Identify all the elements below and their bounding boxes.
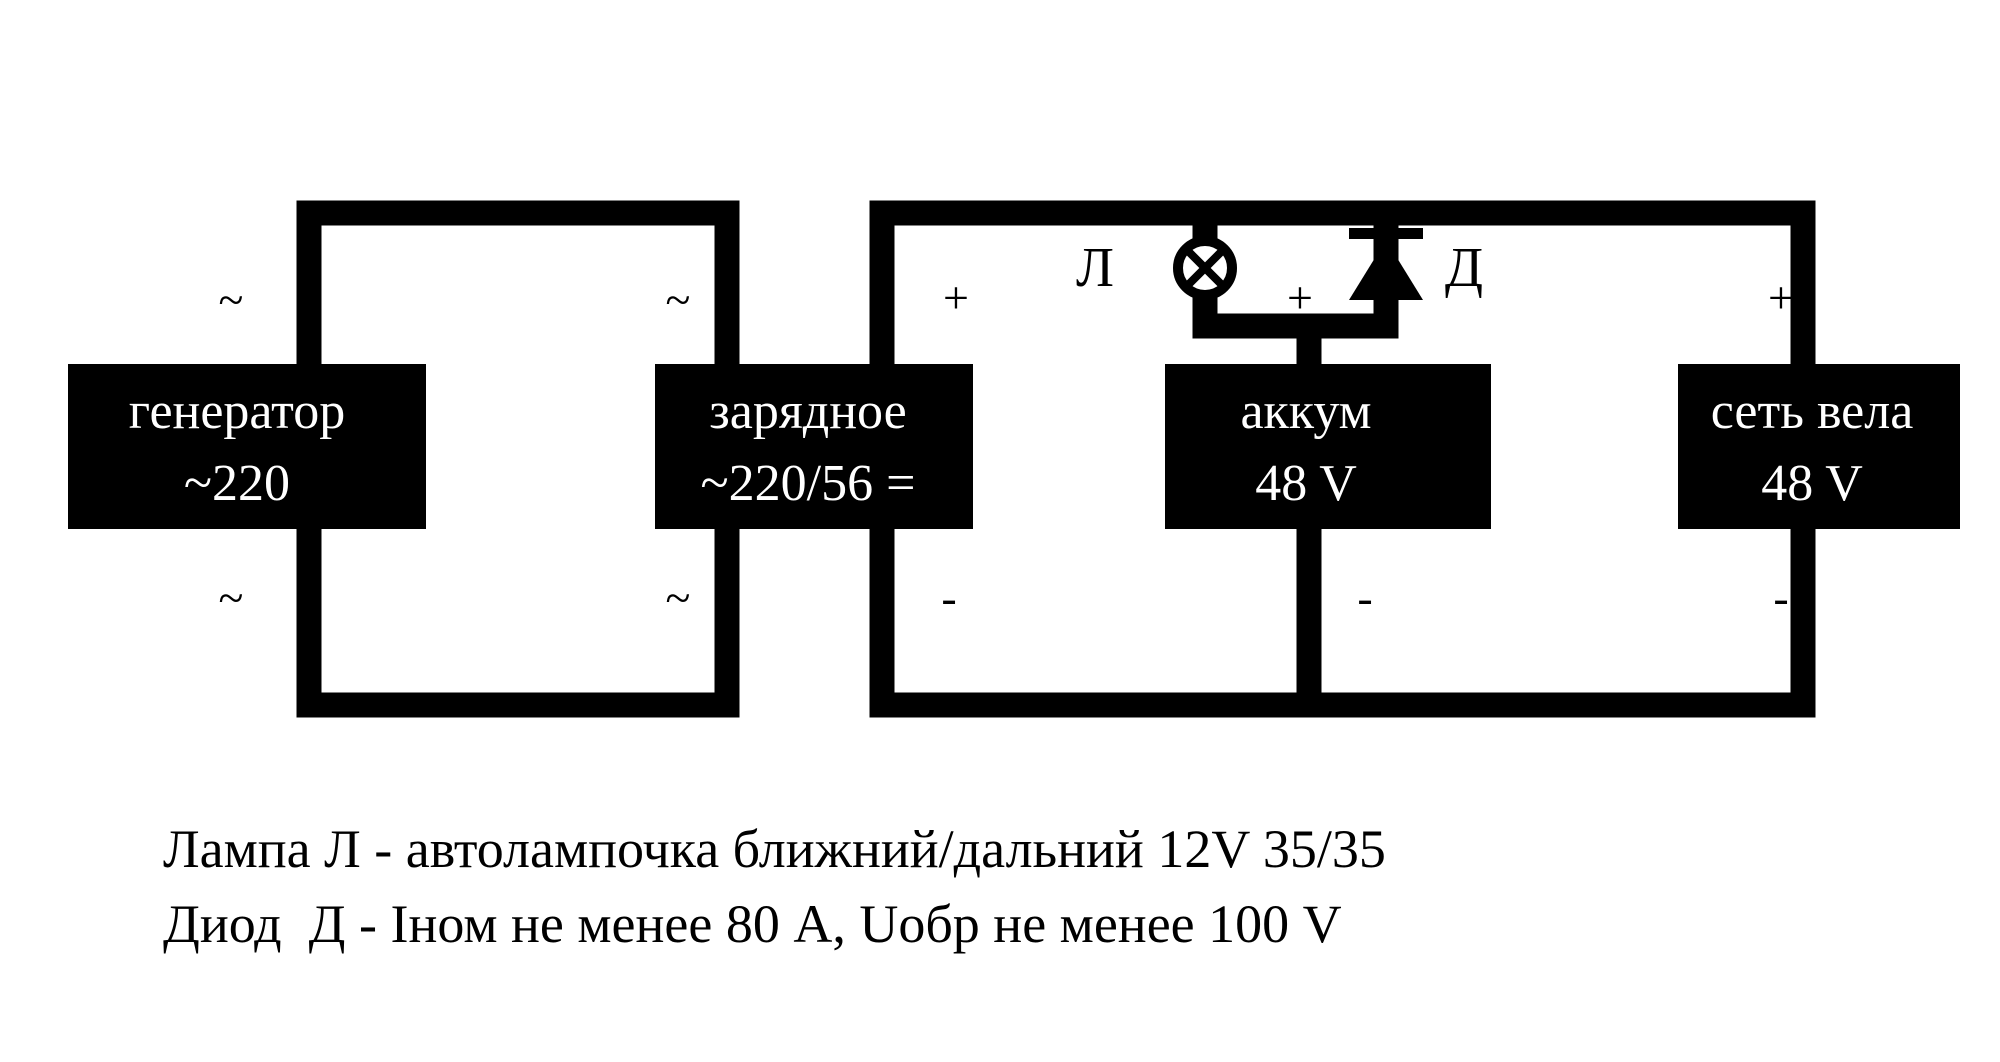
charger-ac-bottom: ~ — [666, 572, 691, 623]
battery-minus: - — [1357, 572, 1372, 623]
diode-icon — [1349, 228, 1423, 300]
generator-title: генератор — [129, 383, 345, 440]
battery-plus: + — [1287, 272, 1313, 323]
battery-block: аккум 48 V — [1165, 364, 1491, 529]
bike-network-minus: - — [1773, 572, 1788, 623]
charger-block: зарядное ~220/56 = — [655, 364, 973, 529]
charger-plus: + — [943, 272, 969, 323]
generator-ac-bottom: ~ — [219, 572, 244, 623]
battery-title: аккум — [1240, 383, 1371, 440]
bike-network-title: сеть вела — [1711, 383, 1914, 440]
charger-minus: - — [941, 572, 956, 623]
charger-title: зарядное — [709, 383, 907, 440]
generator-voltage: ~220 — [184, 455, 290, 512]
note-lamp: Лампа Л - автолампочка ближний/дальний 1… — [163, 819, 1386, 879]
battery-voltage: 48 V — [1255, 455, 1357, 512]
charger-ac-top: ~ — [666, 274, 691, 325]
bike-network-voltage: 48 V — [1761, 455, 1863, 512]
lamp-icon — [1173, 236, 1237, 300]
ac-loop-wires — [296, 200, 740, 718]
diode-label: Д — [1445, 237, 1483, 299]
generator-block: генератор ~220 — [68, 364, 426, 529]
dc-loop-wires — [869, 200, 1816, 718]
lamp-label: Л — [1076, 237, 1114, 299]
note-diode: Диод Д - Iном не менее 80 А, Uобр не мен… — [163, 894, 1342, 954]
bike-network-block: сеть вела 48 V — [1678, 364, 1960, 529]
generator-ac-top: ~ — [219, 274, 244, 325]
charger-voltage: ~220/56 = — [701, 455, 916, 512]
bike-network-plus: + — [1768, 272, 1794, 323]
